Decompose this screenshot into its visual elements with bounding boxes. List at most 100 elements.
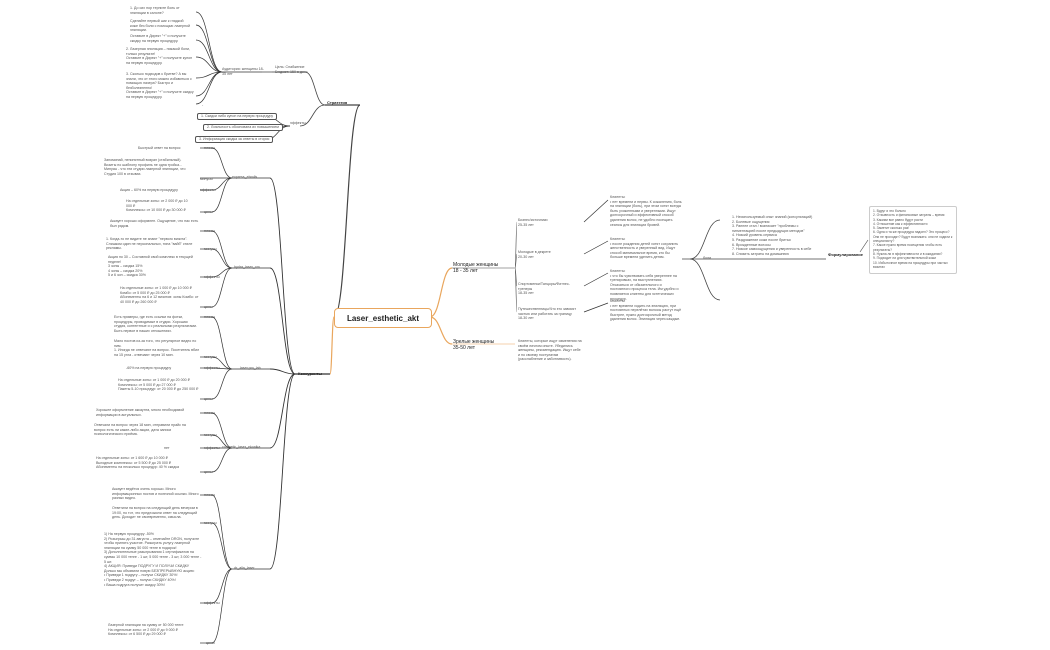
connector-line [211,248,233,269]
competitor-effects: Акция по 30 – Составной свой комплекс в … [108,255,193,278]
segment-desc: Клиенты: • после рождения детей хотят со… [610,237,679,260]
strategy-effects[interactable]: эффекты [290,121,306,125]
connector-line [514,267,518,313]
pains-label[interactable]: боли [703,256,712,260]
connector-line [211,522,233,570]
competitor-name[interactable]: express_ebrolls [232,175,258,179]
competitor-name[interactable]: hydra_laser_cm [234,265,260,269]
pains-list: 1. Неиспользуемый опыт знаний (консульта… [732,215,813,256]
competitor-minus-label: минусы [204,355,217,359]
connector-line [514,253,518,269]
connector-line [195,24,223,73]
segment-desc: Клиенты: • что бы чувствовать себя увере… [610,269,679,301]
competitor-price: На отдельные зоны: от 1 000 ₽ до 20 000 … [118,378,199,392]
connector-line [211,368,233,400]
connector-line [689,219,721,260]
connector-line [195,56,223,73]
competitor-price: На отдельные зоны: от 2 000 ₽ до 10 000 … [126,199,188,213]
connector-line [429,316,453,345]
connector-line [269,177,296,375]
competitor-plus: Хорошее оформление аккаунта, много необх… [96,408,185,417]
connector-line [211,367,233,370]
competitor-effects-label: эффекты [204,601,220,605]
competitor-effects-label: эффекты [204,366,220,370]
competitor-effects: -60% на первую процедуру [126,366,172,370]
competitor-name[interactable]: dr_alla_laser [234,566,255,570]
competitor-minus-label: минусы [204,247,217,251]
strategy-budget[interactable]: Цель: Снабжение Бюджет: 150 в день [275,65,308,74]
segment-name[interactable]: Путешественницы/Что его зависят частью и… [518,307,576,321]
connector-line [211,447,233,473]
competitor-plus: Аккаунт ведётся очень хорошо. Много инфо… [112,487,199,501]
strategy-note[interactable]: Сделайте первый шаг к гладкой коже без б… [130,19,191,33]
strategy-note[interactable]: 3. Сколько подходов к бритве? А вы знали… [126,72,192,90]
connector-line [583,240,609,255]
competitor-minus: 1. Когда-то не видите не знают "первого … [106,237,193,251]
strategy-note[interactable]: Оставьте в Директ "+" и получите скидку … [126,90,194,99]
competitor-plus-label: плюсы [204,146,216,150]
competitor-minus-label: минусы [204,521,217,525]
competitor-name[interactable]: laser.pro_lab [240,366,261,370]
connector-line [211,267,233,278]
objections-card: 1. Вдруг и это больно 2. Отзывность и фи… [869,206,957,274]
competitor-effects-label: эффекты [204,275,220,279]
connector-line [211,316,233,370]
connector-line [211,147,233,179]
strategy-note[interactable]: 1. До сих пор терпите боль от эпиляции в… [130,6,180,15]
strategy-hub[interactable]: Стратегия [327,100,348,105]
competitor-price: На отдельные зоны: от 1 000 ₽ до 10 000 … [120,286,199,304]
central-topic-label: Laser_esthetic_akt [346,313,420,323]
competitor-price-label: цены [204,210,213,214]
segment-desc: Клиенты: • нет времени и нервы. К сожале… [610,195,682,227]
competitor-price-label: цены [206,641,215,645]
competitor-plus: Быстрый ответ на вопрос [138,146,181,150]
segment-name[interactable]: Молодые в декрете 20-30 лет [518,250,551,259]
competitor-minus-label: минусы [204,433,217,437]
strategy-audience[interactable]: Аудитория: женщины 18-35 лет [222,67,264,76]
connector-line [859,239,869,253]
connector-line [211,434,233,449]
connector-line [429,267,453,318]
segment-desc: Клиенты: • нет времени ходить на эпиляци… [610,299,682,322]
connector-line [269,267,296,375]
connector-line [211,568,233,644]
competitor-minus: Мало постов из-за того, что регулярное в… [114,339,200,357]
connector-line [269,373,296,570]
competitor-minus: Ответили на вопрос на следующий день веч… [112,506,198,520]
segment-name[interactable]: Клиенты, которые ищут изменения на своём… [518,339,582,362]
strategy-note[interactable]: 2. Лазерная эпиляция – никакой боли, тол… [126,47,193,65]
segment-name[interactable]: Бизнес/источники 25-35 лет [518,218,548,227]
connector-line [195,11,223,73]
connector-line [583,302,609,313]
competitor-price: Лазерной эпиляции на сумму от 50 000 тен… [108,623,184,637]
competitor-plus: Есть примеры, где есть ссылки на фотки, … [114,315,197,333]
connector-line [333,104,361,318]
competitor-minus: Отвечали на вопрос через 18 мин, отправи… [94,423,186,437]
competitor-minus: Запоминай, непонятный визуал (стабильный… [104,158,186,176]
strategy-step[interactable]: 2. Лояльность обоснована их повышением [203,124,283,131]
strategy-step[interactable]: 3. Информация скидка за ответы в сторис [195,136,274,143]
connector-line [689,258,721,301]
connector-line [195,71,223,97]
competitor-name[interactable]: cosmetic_laser_ekonika [222,445,261,449]
connector-line [299,104,326,127]
strategy-step[interactable]: 1. Скидки либо купон на первую процедуру [197,113,278,120]
formulation-hub[interactable]: Формулирование [828,252,863,257]
connector-line [269,368,296,375]
connector-line [211,412,233,449]
competitor-effects: Акция – 60% на первую процедуру [120,188,178,192]
audience-mature[interactable]: Зрелые женщины 35-50 лет [453,339,495,351]
segment-name[interactable]: Спортсменки/Танцоры/Фитнес-тренеры 18-35… [518,282,570,296]
competitors-hub[interactable]: Конкуренты [298,371,322,376]
connector-line [269,373,296,449]
competitor-minus-label: минусы [200,177,213,181]
audience-young[interactable]: Молодые женщины 18 - 35 лет [453,262,499,274]
connector-line [195,71,223,105]
competitor-effects: 1) На первую процедуру -50% 2) Розыгрыш … [104,532,202,587]
strategy-note[interactable]: Оставьте в Директ "+" и получите скидку … [130,34,186,43]
strategy-minus: - [202,103,204,107]
central-topic[interactable]: Laser_esthetic_akt [334,308,432,328]
connector-line [211,494,233,570]
